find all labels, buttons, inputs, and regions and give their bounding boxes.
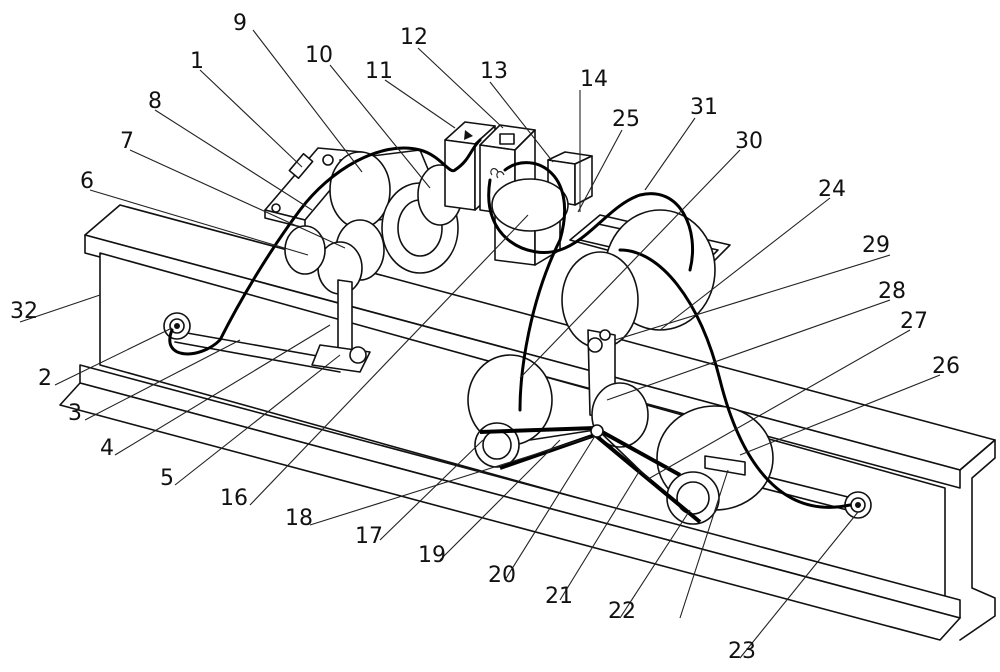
label-6: 6 [80, 169, 94, 194]
label-27: 27 [900, 309, 928, 334]
label-22: 22 [608, 599, 636, 624]
control-boxes [444, 121, 593, 266]
label-25: 25 [612, 107, 640, 132]
label-4: 4 [100, 436, 114, 461]
label-30: 30 [735, 129, 763, 154]
label-19: 19 [418, 543, 446, 568]
label-1: 1 [190, 49, 204, 74]
label-10: 10 [305, 43, 333, 68]
label-8: 8 [148, 89, 162, 114]
cables [168, 138, 852, 509]
left-carriage [264, 147, 463, 373]
label-24: 24 [818, 177, 846, 202]
label-17: 17 [355, 524, 383, 549]
label-7: 7 [120, 129, 134, 154]
label-5: 5 [160, 466, 174, 491]
label-12: 12 [400, 25, 428, 50]
label-20: 20 [488, 563, 516, 588]
left-pulley [163, 312, 191, 340]
label-2: 2 [38, 366, 52, 391]
label-21: 21 [545, 584, 573, 609]
label-14: 14 [580, 67, 608, 92]
label-28: 28 [878, 279, 906, 304]
label-11: 11 [365, 59, 393, 84]
label-13: 13 [480, 59, 508, 84]
part-numbers: 9 1 8 7 6 32 2 3 4 5 10 11 12 13 14 25 3… [10, 11, 960, 664]
label-9: 9 [233, 11, 247, 36]
label-18: 18 [285, 506, 313, 531]
label-16: 16 [220, 486, 248, 511]
label-31: 31 [690, 95, 718, 120]
label-3: 3 [68, 401, 82, 426]
label-26: 26 [932, 354, 960, 379]
leader-lines [19, 29, 941, 659]
label-32: 32 [10, 299, 38, 324]
label-29: 29 [862, 233, 890, 258]
label-23: 23 [728, 639, 756, 664]
